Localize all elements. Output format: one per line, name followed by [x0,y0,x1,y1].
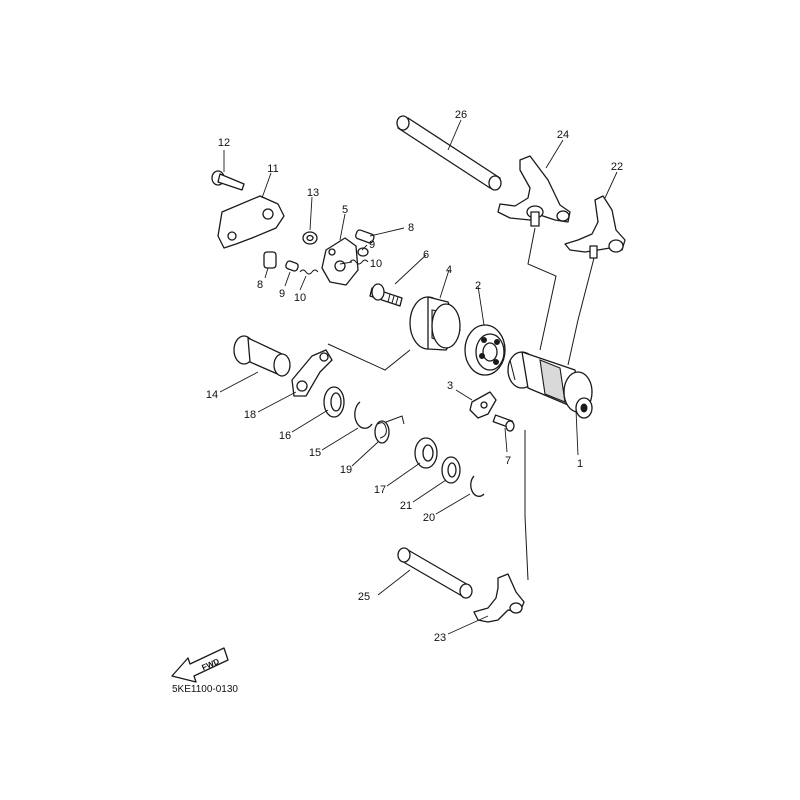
fwd-arrow-icon: FWD [171,647,229,683]
part-25-shaft [397,547,473,599]
callout-12: 12 [218,137,230,149]
callout-14: 14 [206,389,218,401]
callout-21: 20 [423,512,435,524]
part-7-bolt [369,283,403,307]
part-2-bearing [464,324,506,376]
callout-13: 13 [307,187,319,199]
part-17-washer [414,437,438,469]
part-14-collar [233,335,291,377]
callout-9-lower: 9 [279,288,285,300]
part-19-spring [374,415,405,444]
part-11-lever [217,195,285,249]
callout-26: 26 [455,109,467,121]
part-26-shaft [396,115,502,191]
diagram-code: 5KE1100-0130 [172,684,238,695]
part-8-pin-lower [263,251,277,269]
callout-20: 21 [400,500,412,512]
part-1-shift-drum [507,351,593,419]
leader-lines [219,119,618,635]
part-13-collar [302,231,318,245]
callout-8-upper: 8 [408,222,414,234]
part-8-pin-upper [355,229,375,244]
callout-18: 18 [244,409,256,421]
callout-9-upper: 9 [369,239,375,251]
part-3-plate [469,391,497,419]
callout-11: 11 [267,163,278,175]
callout-15: 15 [309,447,321,459]
callout-17: 17 [374,484,386,496]
callout-23: 23 [434,632,446,644]
callout-8-lower: 8 [257,279,263,291]
callout-10-lower: 10 [294,292,306,304]
part-16-washer [323,386,345,418]
callout-19: 19 [340,464,352,476]
callout-5: 4 [446,264,452,276]
part-23-shift-fork [473,573,525,623]
callout-25: 25 [358,591,370,603]
part-12-bolt [211,170,245,191]
callout-6: 5 [342,204,348,216]
part-9-pin-upper [357,247,369,257]
callout-2: 2 [475,280,481,292]
callout-16: 16 [279,430,291,442]
part-22-shift-fork [564,195,626,259]
part-15-circlip [354,401,373,429]
part-6-guide [321,237,359,286]
callout-7: 6 [423,249,429,261]
callout-24: 24 [557,129,569,141]
callout-labels: 26 24 22 12 11 13 5 8 9 10 6 4 2 8 9 10 … [206,109,623,644]
callout-10-upper: 10 [370,258,382,270]
callout-1: 1 [577,458,583,470]
part-10-spring-upper [349,259,369,265]
part-24-shift-fork [497,155,571,227]
part-4-bolt [492,414,515,432]
assembly-lines [327,227,595,581]
part-10-spring-lower [299,269,319,275]
part-5-segment [409,296,461,351]
part-18-arm [291,349,333,397]
callout-4: 7 [505,455,511,467]
part-20-washer [441,456,461,484]
part-9-pin-lower [285,260,299,272]
callout-22: 22 [611,161,623,173]
part-21-circlip [470,475,485,497]
callout-3: 3 [447,380,453,392]
